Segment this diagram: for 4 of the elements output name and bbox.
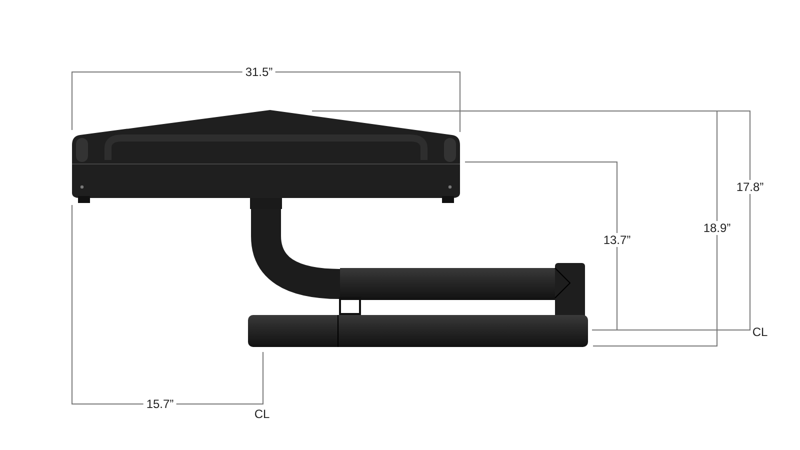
dimension-label: 31.5” <box>242 65 276 79</box>
centerline-label: CL <box>751 325 769 339</box>
dimension-label: 15.7” <box>143 397 177 411</box>
centerline-label: CL <box>253 407 271 421</box>
